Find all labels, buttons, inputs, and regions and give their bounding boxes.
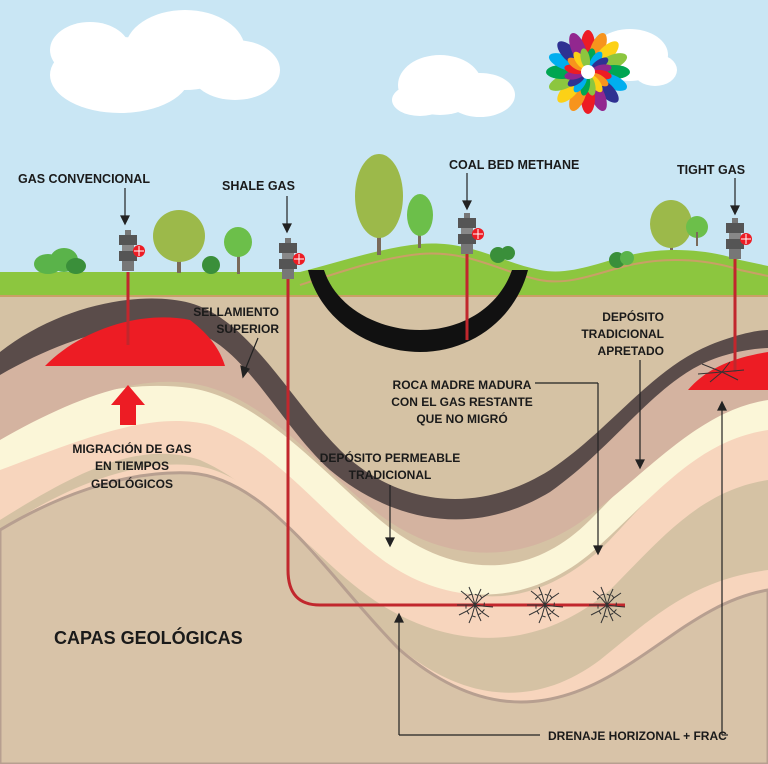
label-sellamiento-2: SUPERIOR — [216, 322, 279, 336]
source-rock-peach — [0, 390, 768, 638]
topsoil-curve — [299, 252, 768, 286]
label-capas-geologicas: CAPAS GEOLÓGICAS — [54, 627, 243, 648]
source-rock-cream — [0, 385, 768, 595]
frac-icon — [589, 586, 626, 624]
logo-flower-icon — [546, 30, 630, 114]
label-sellamiento-1: SELLAMIENTO — [193, 305, 279, 319]
frac-icon — [697, 361, 745, 383]
label-migracion-2: EN TIEMPOS — [95, 459, 169, 473]
coal-bed-seam — [308, 270, 528, 352]
label-migracion-1: MIGRACIÓN DE GAS — [72, 441, 191, 456]
wellhead-icon — [279, 238, 305, 279]
label-deposito-apretado-1: DEPÓSITO — [602, 309, 664, 324]
label-coal-bed-methane: COAL BED METHANE — [449, 158, 579, 172]
label-deposito-apretado-2: TRADICIONAL — [581, 327, 664, 341]
wellhead-icon — [458, 213, 484, 254]
seal-layer — [0, 298, 768, 520]
wellhead-icon — [726, 218, 752, 259]
label-deposito-permeable-2: TRADICIONAL — [349, 468, 432, 482]
cloud-center — [392, 55, 515, 117]
label-deposito-apretado-3: APRETADO — [598, 344, 664, 358]
wellheads — [119, 213, 752, 279]
shale-horizontal-pipe — [286, 272, 625, 607]
label-shale-gas: SHALE GAS — [222, 179, 295, 193]
label-roca-madre-2: CON EL GAS RESTANTE — [391, 395, 533, 409]
label-roca-madre-1: ROCA MADRE MADURA — [393, 378, 532, 392]
frac-icon — [527, 586, 564, 624]
label-deposito-permeable-1: DEPÓSITO PERMEABLE — [320, 450, 460, 465]
label-tight-gas: TIGHT GAS — [677, 163, 745, 177]
well-pipes — [126, 245, 737, 607]
frac-icon — [457, 586, 494, 624]
grass-surface — [0, 243, 768, 296]
trees — [34, 154, 708, 274]
conventional-gas-trap — [45, 317, 225, 366]
wellhead-icon — [119, 230, 145, 271]
migration-arrow-icon — [111, 385, 145, 425]
label-migracion-3: GEOLÓGICOS — [91, 476, 173, 491]
reservoir-layer — [0, 310, 768, 553]
frac-networks — [457, 361, 745, 624]
label-gas-convencional: GAS CONVENCIONAL — [18, 172, 150, 186]
label-roca-madre-3: QUE NO MIGRÓ — [416, 411, 507, 426]
pointer-arrows — [120, 173, 740, 736]
cloud-left — [50, 10, 280, 113]
deep-rock-layer — [0, 471, 768, 764]
label-drenaje: DRENAJE HORIZONAL + FRAC — [548, 729, 727, 743]
